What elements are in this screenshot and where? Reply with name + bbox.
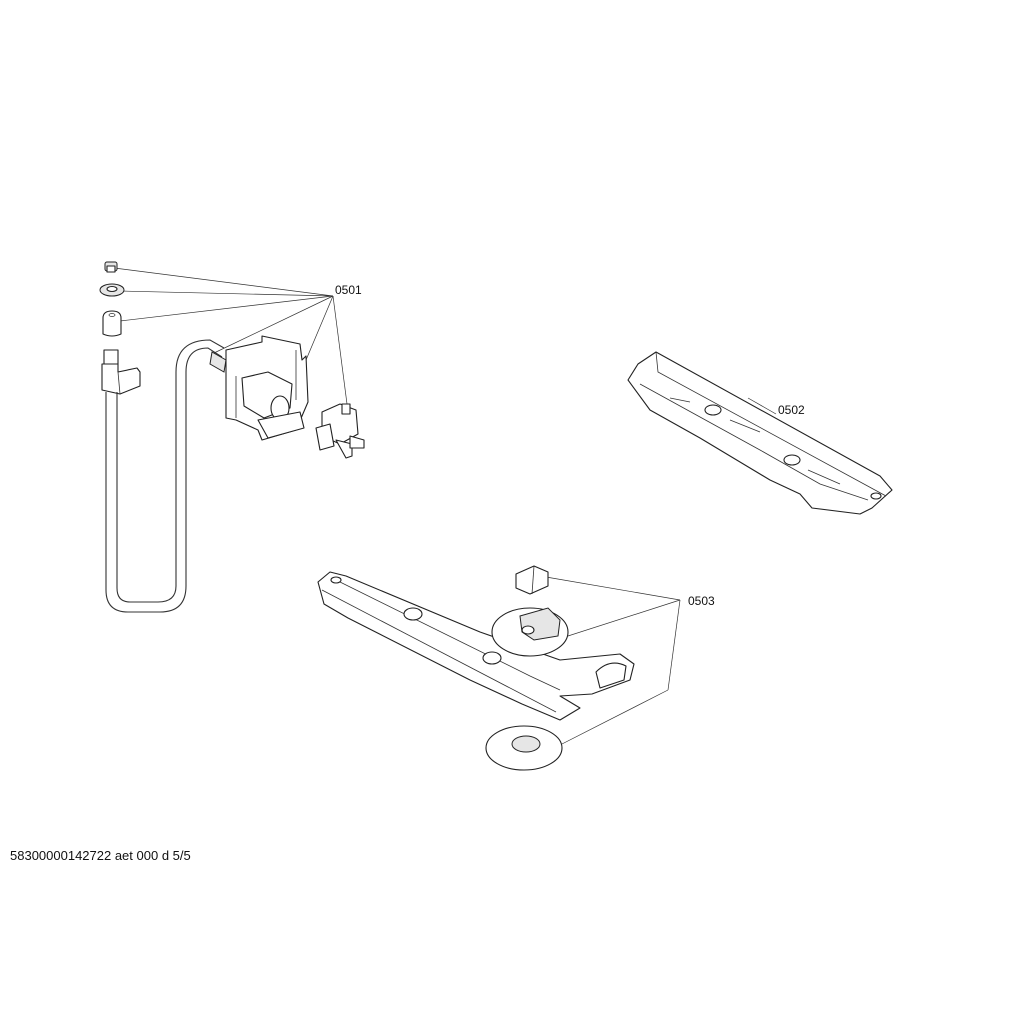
solenoid-valve-part — [315, 403, 365, 459]
cap-part — [102, 310, 122, 337]
callout-label-0502: 0502 — [778, 403, 805, 417]
inlet-hose — [105, 347, 223, 613]
washer-part — [99, 283, 125, 297]
disc-part — [485, 725, 563, 771]
leader-lines-0503 — [545, 576, 681, 746]
callout-label-0503: 0503 — [688, 594, 715, 608]
aquastop-valve-assembly — [209, 335, 309, 441]
connector-part — [515, 565, 549, 595]
callout-label-0501: 0501 — [335, 283, 362, 297]
part-group-0501 — [99, 261, 365, 613]
part-group-0502 — [627, 351, 893, 515]
nut-part — [104, 261, 118, 273]
hose-connector-part — [101, 349, 141, 395]
document-code: 58300000142722 aet 000 d 5/5 — [10, 848, 191, 863]
part-group-0503 — [317, 565, 681, 771]
leader-lines-0501 — [113, 267, 348, 405]
